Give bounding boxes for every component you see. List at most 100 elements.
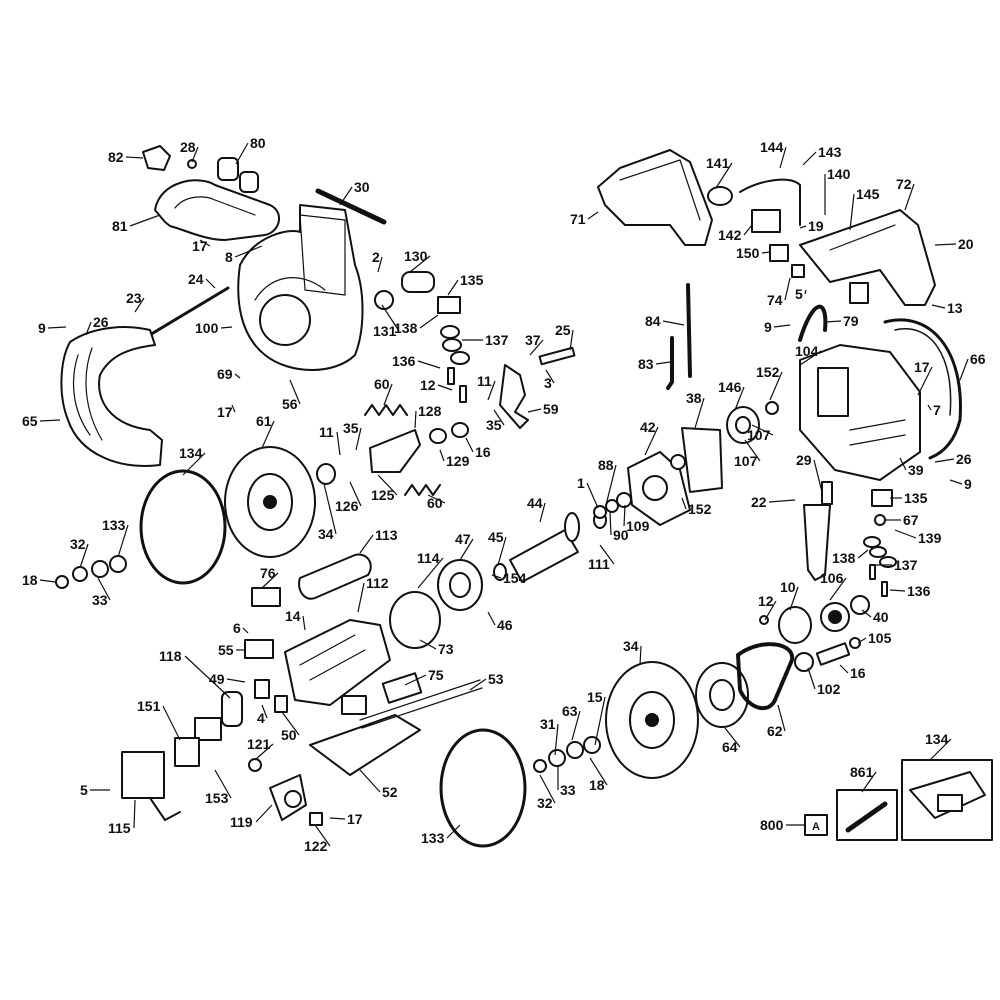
callout-102: 102 <box>817 681 841 697</box>
leader-133 <box>117 524 129 558</box>
leader-64 <box>724 727 741 748</box>
callout-11: 11 <box>319 424 334 440</box>
leader-114 <box>417 557 444 589</box>
leader-32 <box>79 543 89 569</box>
callout-136: 136 <box>907 583 931 599</box>
callout-136: 136 <box>392 353 416 369</box>
callout-67: 67 <box>903 512 919 528</box>
leader-121 <box>254 743 274 761</box>
motor-field <box>284 619 391 706</box>
leader-152 <box>681 497 687 510</box>
brush-holders <box>244 639 288 713</box>
leader-22 <box>768 499 796 503</box>
leader-47 <box>459 538 474 561</box>
leader-73 <box>419 639 437 650</box>
leader-59 <box>527 408 542 413</box>
callout-31: 31 <box>540 716 556 732</box>
callout-125: 125 <box>371 487 395 503</box>
callout-4: 4 <box>257 710 265 726</box>
upper-wheel <box>224 446 336 558</box>
leader-31 <box>554 723 559 756</box>
lever-plate <box>499 346 576 429</box>
leader-18 <box>589 757 608 786</box>
callout-1: 1 <box>577 475 585 491</box>
leader-150 <box>761 251 771 254</box>
motor-cover <box>298 553 372 600</box>
callout-55: 55 <box>218 642 234 658</box>
leader-46 <box>487 611 496 626</box>
callout-65: 65 <box>22 413 38 429</box>
leader-20 <box>934 243 957 246</box>
accessory-pack <box>836 789 898 841</box>
clamp-parts <box>863 489 897 597</box>
leader-44 <box>539 502 546 523</box>
callout-17: 17 <box>347 811 363 827</box>
callout-146: 146 <box>718 379 742 395</box>
leader-138 <box>857 549 869 559</box>
spindle-bearing <box>726 401 779 444</box>
callout-153: 153 <box>205 790 229 806</box>
callout-13: 13 <box>947 300 963 316</box>
leader-15 <box>594 696 606 746</box>
callout-151: 151 <box>137 698 161 714</box>
main-frame <box>799 344 921 481</box>
washer-set-right <box>533 736 601 773</box>
callout-20: 20 <box>958 236 974 252</box>
leader-134 <box>182 452 206 476</box>
bearing-pair <box>217 157 259 193</box>
leader-33 <box>97 577 111 601</box>
callout-60: 60 <box>374 376 390 392</box>
callout-16: 16 <box>850 665 866 681</box>
leader-79 <box>824 320 842 323</box>
leader-17 <box>329 817 346 820</box>
leader-82 <box>125 156 144 159</box>
callout-35: 35 <box>486 417 502 433</box>
leader-25 <box>569 329 574 351</box>
callout-140: 140 <box>827 166 851 182</box>
leader-107 <box>751 424 774 436</box>
callout-33: 33 <box>92 592 108 608</box>
callout-76: 76 <box>260 565 276 581</box>
leader-16 <box>839 664 849 674</box>
leader-45 <box>497 536 507 566</box>
callout-60: 60 <box>427 495 443 511</box>
leader-37 <box>529 339 544 356</box>
leader-50 <box>281 711 300 736</box>
leader-106 <box>829 577 847 601</box>
callout-75: 75 <box>428 667 444 683</box>
callout-33: 33 <box>560 782 576 798</box>
leader-12 <box>764 600 777 621</box>
callout-134: 134 <box>925 731 949 747</box>
callout-80: 80 <box>250 135 266 151</box>
leader-10 <box>789 586 799 611</box>
leader-144 <box>779 146 787 169</box>
leader-112 <box>357 582 365 613</box>
leader-12 <box>437 384 453 391</box>
callout-18: 18 <box>22 572 38 588</box>
callout-50: 50 <box>281 727 297 743</box>
callout-100: 100 <box>195 320 219 336</box>
upper-wheel-housing <box>237 204 364 371</box>
callout-53: 53 <box>488 671 504 687</box>
callout-152: 152 <box>756 364 780 380</box>
leader-84 <box>662 320 685 326</box>
label-plate <box>251 587 281 607</box>
leader-7 <box>927 404 932 411</box>
callout-79: 79 <box>843 313 859 329</box>
callout-8: 8 <box>225 249 233 265</box>
callout-861: 861 <box>850 764 874 780</box>
callout-29: 29 <box>796 452 812 468</box>
leader-9 <box>47 326 67 329</box>
leader-111 <box>599 544 615 565</box>
callout-26: 26 <box>956 451 972 467</box>
leader-76 <box>261 572 279 589</box>
carrying-case <box>901 759 993 841</box>
callout-137: 137 <box>485 332 509 348</box>
leader-23 <box>134 297 145 313</box>
leader-11 <box>487 380 496 401</box>
leader-109 <box>623 504 626 527</box>
callout-26: 26 <box>93 314 109 330</box>
leader-34 <box>639 645 642 666</box>
callout-35: 35 <box>343 420 359 436</box>
